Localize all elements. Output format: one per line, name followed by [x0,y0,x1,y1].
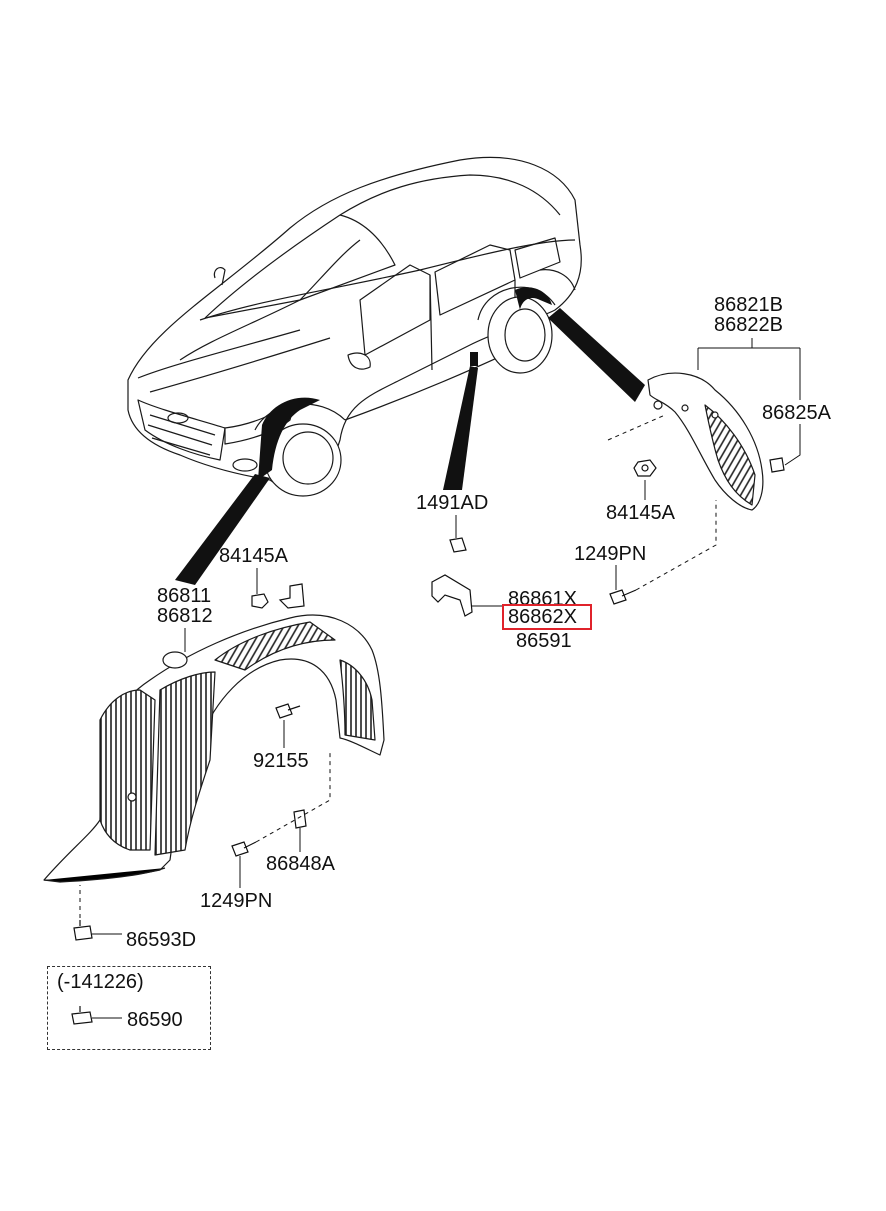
fastener-86593D [73,920,93,941]
front-wheel-guard [43,614,385,883]
label-1249PN-left[interactable]: 1249PN [200,890,273,912]
pointer-bracket [443,366,478,490]
label-1491AD[interactable]: 1491AD [416,492,489,514]
dashed-assembly-lines [79,414,717,918]
side-bracket-marker [470,352,478,366]
label-1249PN-right[interactable]: 1249PN [574,543,647,565]
label-86811[interactable]: 86811 [157,585,212,607]
vehicle-illustration [127,156,582,497]
label-86848A[interactable]: 86848A [266,853,335,875]
screw-1249PN-right [609,589,637,605]
label-92155[interactable]: 92155 [253,750,309,772]
bracket-86861X [431,574,473,617]
label-86812[interactable]: 86812 [157,605,213,627]
label-86862X[interactable]: 86862X [508,606,577,628]
label-variant-range: (-141226) [57,971,144,993]
label-86591[interactable]: 86591 [516,630,572,652]
label-86593D[interactable]: 86593D [126,929,197,951]
variant-box [47,966,211,1050]
fastener-86590 [71,1006,93,1025]
leader-lines [92,338,801,1019]
pointer-front-liner [175,474,270,585]
front-liner-highlight [258,397,320,480]
clip-86848A [293,809,307,829]
nut-84145A-right [633,459,657,477]
label-84145A-right[interactable]: 84145A [606,502,675,524]
clip-86825A [769,457,785,473]
label-86825A[interactable]: 86825A [762,402,831,424]
highlight-box-86862X [502,604,592,630]
label-86822B[interactable]: 86822B [714,314,783,336]
rear-liner-highlight [515,287,552,310]
rear-wheel-guard [647,372,764,511]
label-86590[interactable]: 86590 [127,1009,183,1031]
nut-84145A-left [251,583,305,609]
label-86821B[interactable]: 86821B [714,294,783,316]
pointer-rear-liner [548,308,645,402]
bolt-92155 [275,703,301,719]
clip-1491AD [449,537,467,553]
screw-1249PN-left [231,841,257,857]
label-84145A-left[interactable]: 84145A [219,545,288,567]
